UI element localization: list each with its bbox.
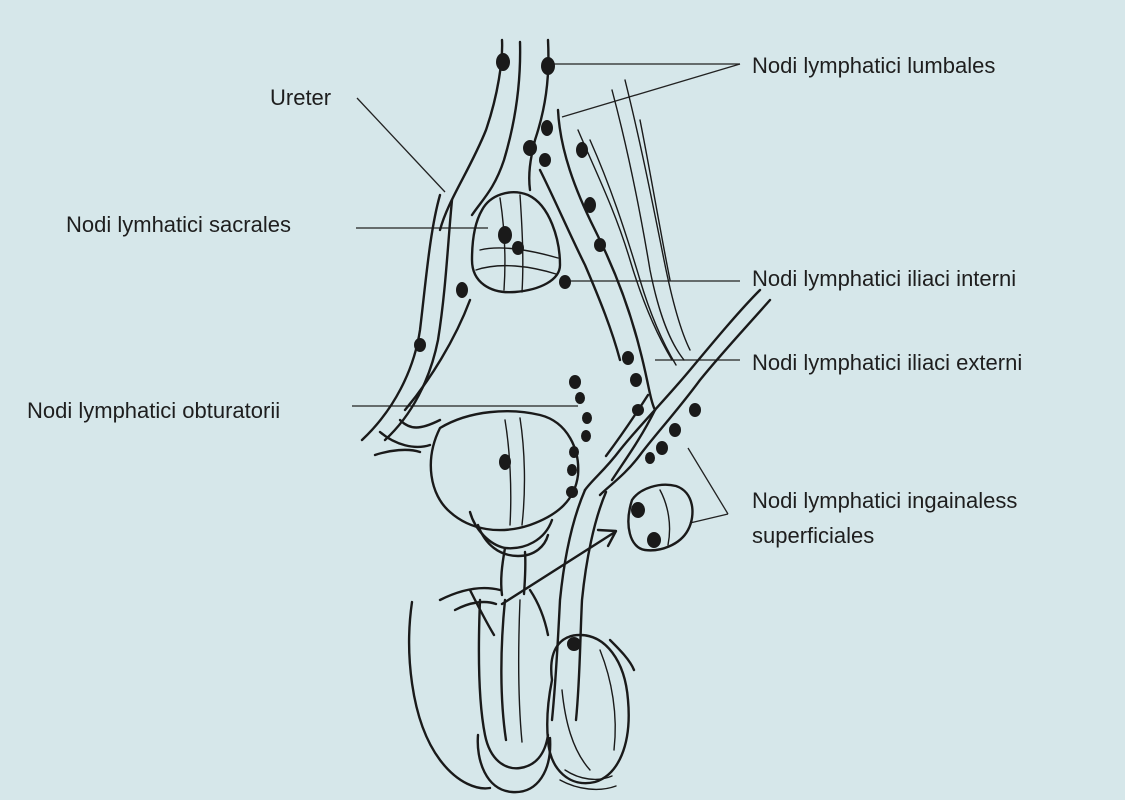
inguinal-region — [500, 483, 694, 606]
label-nodi-ingainaless-line1: Nodi lymphatici ingainaless — [752, 488, 1018, 513]
leader-ureter — [356, 97, 446, 193]
vessels — [360, 38, 772, 722]
leader-lumbales-2 — [561, 63, 741, 118]
leader-ing-2 — [689, 513, 729, 524]
label-nodi-sacrales: Nodi lymhatici sacrales — [66, 212, 291, 237]
label-nodi-iliaci-interni: Nodi lymphatici iliaci interni — [752, 266, 1017, 291]
label-nodi-obturatorii: Nodi lymphatici obturatorii — [27, 398, 281, 423]
label-nodi-ingainaless-line2: superficiales — [752, 523, 875, 548]
label-ureter: Ureter — [270, 85, 332, 110]
bladder-prostate — [429, 410, 580, 597]
lymph-nodes — [414, 53, 701, 548]
label-nodi-iliaci-externi: Nodi lymphatici iliaci externi — [752, 350, 1023, 375]
genitalia — [408, 586, 636, 794]
leader-ing-1 — [687, 447, 729, 515]
label-nodi-lumbales: Nodi lymphatici lumbales — [752, 53, 996, 78]
